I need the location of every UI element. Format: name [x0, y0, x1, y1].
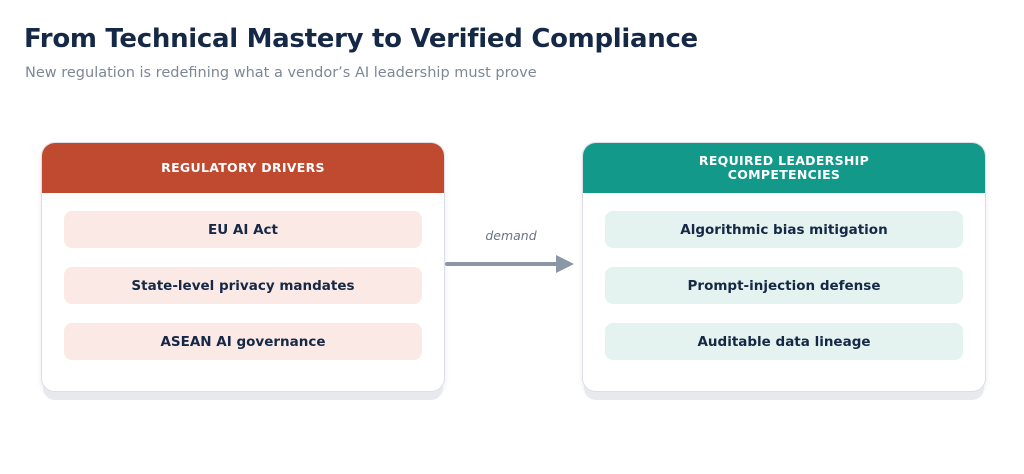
- competency-item-bias-mitigation: Algorithmic bias mitigation: [605, 211, 963, 248]
- driver-item-state-privacy: State-level privacy mandates: [64, 267, 422, 304]
- leadership-competencies-list: Algorithmic bias mitigation Prompt-injec…: [583, 193, 985, 360]
- competency-item-prompt-injection: Prompt-injection defense: [605, 267, 963, 304]
- leadership-competencies-panel: REQUIRED LEADERSHIP COMPETENCIES Algorit…: [582, 142, 986, 392]
- leadership-competencies-header: REQUIRED LEADERSHIP COMPETENCIES: [583, 143, 985, 193]
- regulatory-drivers-title: REGULATORY DRIVERS: [161, 159, 325, 175]
- page-subtitle: New regulation is redefining what a vend…: [25, 65, 537, 81]
- leadership-competencies-title: REQUIRED LEADERSHIP COMPETENCIES: [698, 152, 870, 182]
- regulatory-drivers-list: EU AI Act State-level privacy mandates A…: [42, 193, 444, 360]
- arrow-right-icon: [445, 255, 574, 273]
- competency-item-data-lineage: Auditable data lineage: [605, 323, 963, 360]
- driver-item-asean-governance: ASEAN AI governance: [64, 323, 422, 360]
- regulatory-drivers-panel: REGULATORY DRIVERS EU AI Act State-level…: [41, 142, 445, 392]
- driver-item-eu-ai-act: EU AI Act: [64, 211, 422, 248]
- demand-connector: demand: [440, 222, 582, 282]
- page-title: From Technical Mastery to Verified Compl…: [24, 24, 698, 54]
- regulatory-drivers-header: REGULATORY DRIVERS: [42, 143, 444, 193]
- connector-label: demand: [485, 228, 537, 243]
